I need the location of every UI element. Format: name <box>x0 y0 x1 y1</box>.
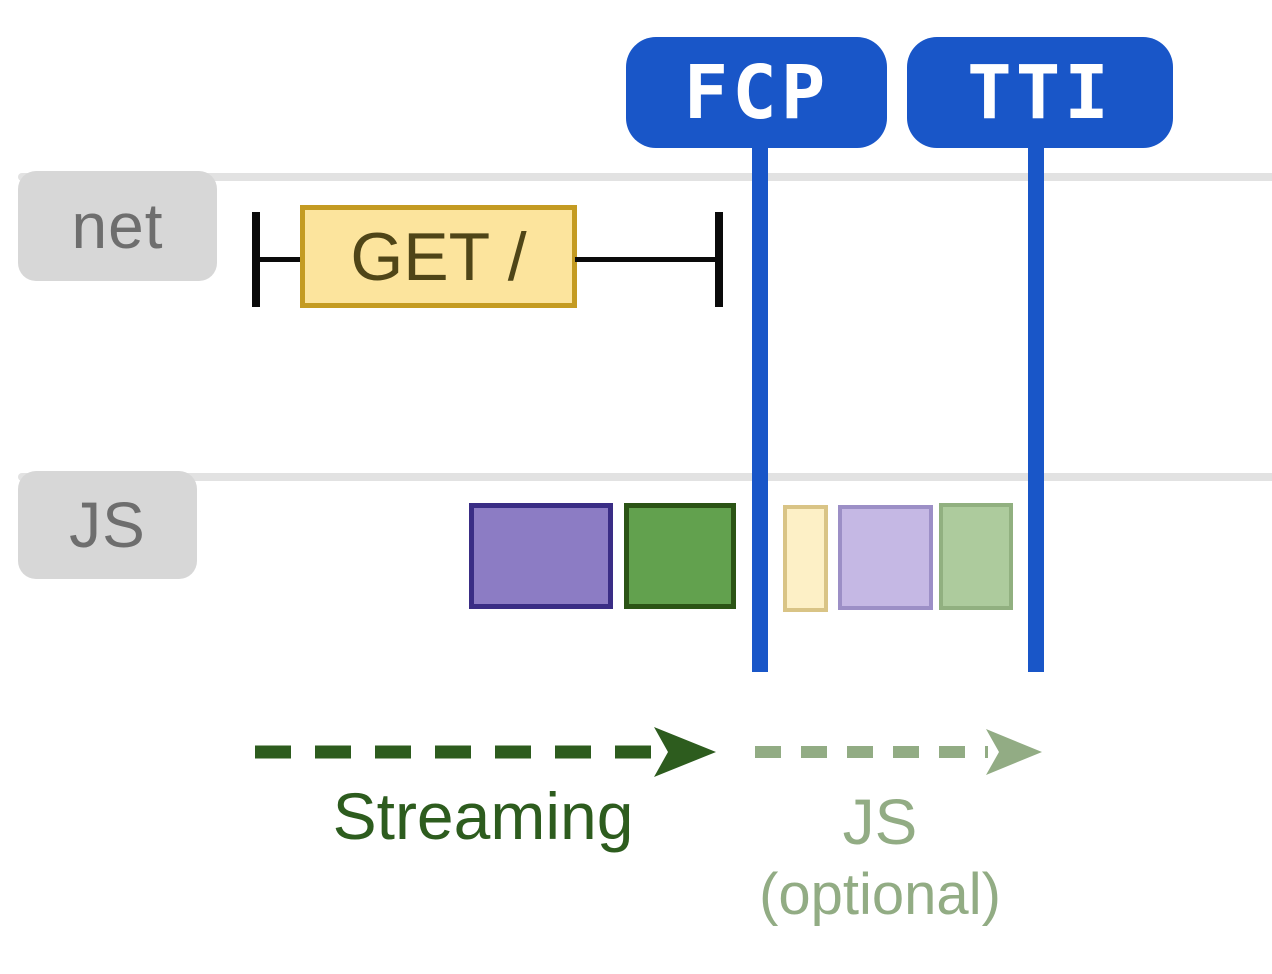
get-request-box: GET / <box>300 205 577 308</box>
fcp-badge-label: FCP <box>683 49 830 136</box>
request-connector-left <box>258 257 304 262</box>
js-task-block-pale-yellow <box>783 505 828 612</box>
tti-badge: TTI <box>907 37 1173 148</box>
request-connector-right <box>575 257 717 262</box>
request-end-tick <box>715 212 723 307</box>
js-arrow-head-icon <box>986 729 1042 775</box>
js-track-line <box>18 473 1272 481</box>
js-task-block-pale-green <box>939 503 1013 610</box>
js-lane-label: JS <box>18 471 197 579</box>
js-legend-label: JS <box>842 786 918 858</box>
net-lane-label: net <box>18 171 217 281</box>
fcp-badge: FCP <box>626 37 887 148</box>
net-lane-label-text: net <box>71 190 164 262</box>
js-task-block-pale-purple <box>838 505 933 610</box>
tti-badge-label: TTI <box>967 49 1113 136</box>
tti-marker-line <box>1028 140 1044 672</box>
js-task-block-purple <box>469 503 613 609</box>
streaming-arrow-head-icon <box>654 727 716 777</box>
js-task-block-green <box>624 503 736 609</box>
js-optional-label: (optional) <box>759 862 1001 927</box>
request-start-tick <box>252 212 260 307</box>
net-track-line <box>18 173 1272 181</box>
js-lane-label-text: JS <box>69 489 146 561</box>
streaming-label: Streaming <box>332 779 634 853</box>
get-request-label: GET / <box>350 218 527 295</box>
fcp-marker-line <box>752 140 768 672</box>
